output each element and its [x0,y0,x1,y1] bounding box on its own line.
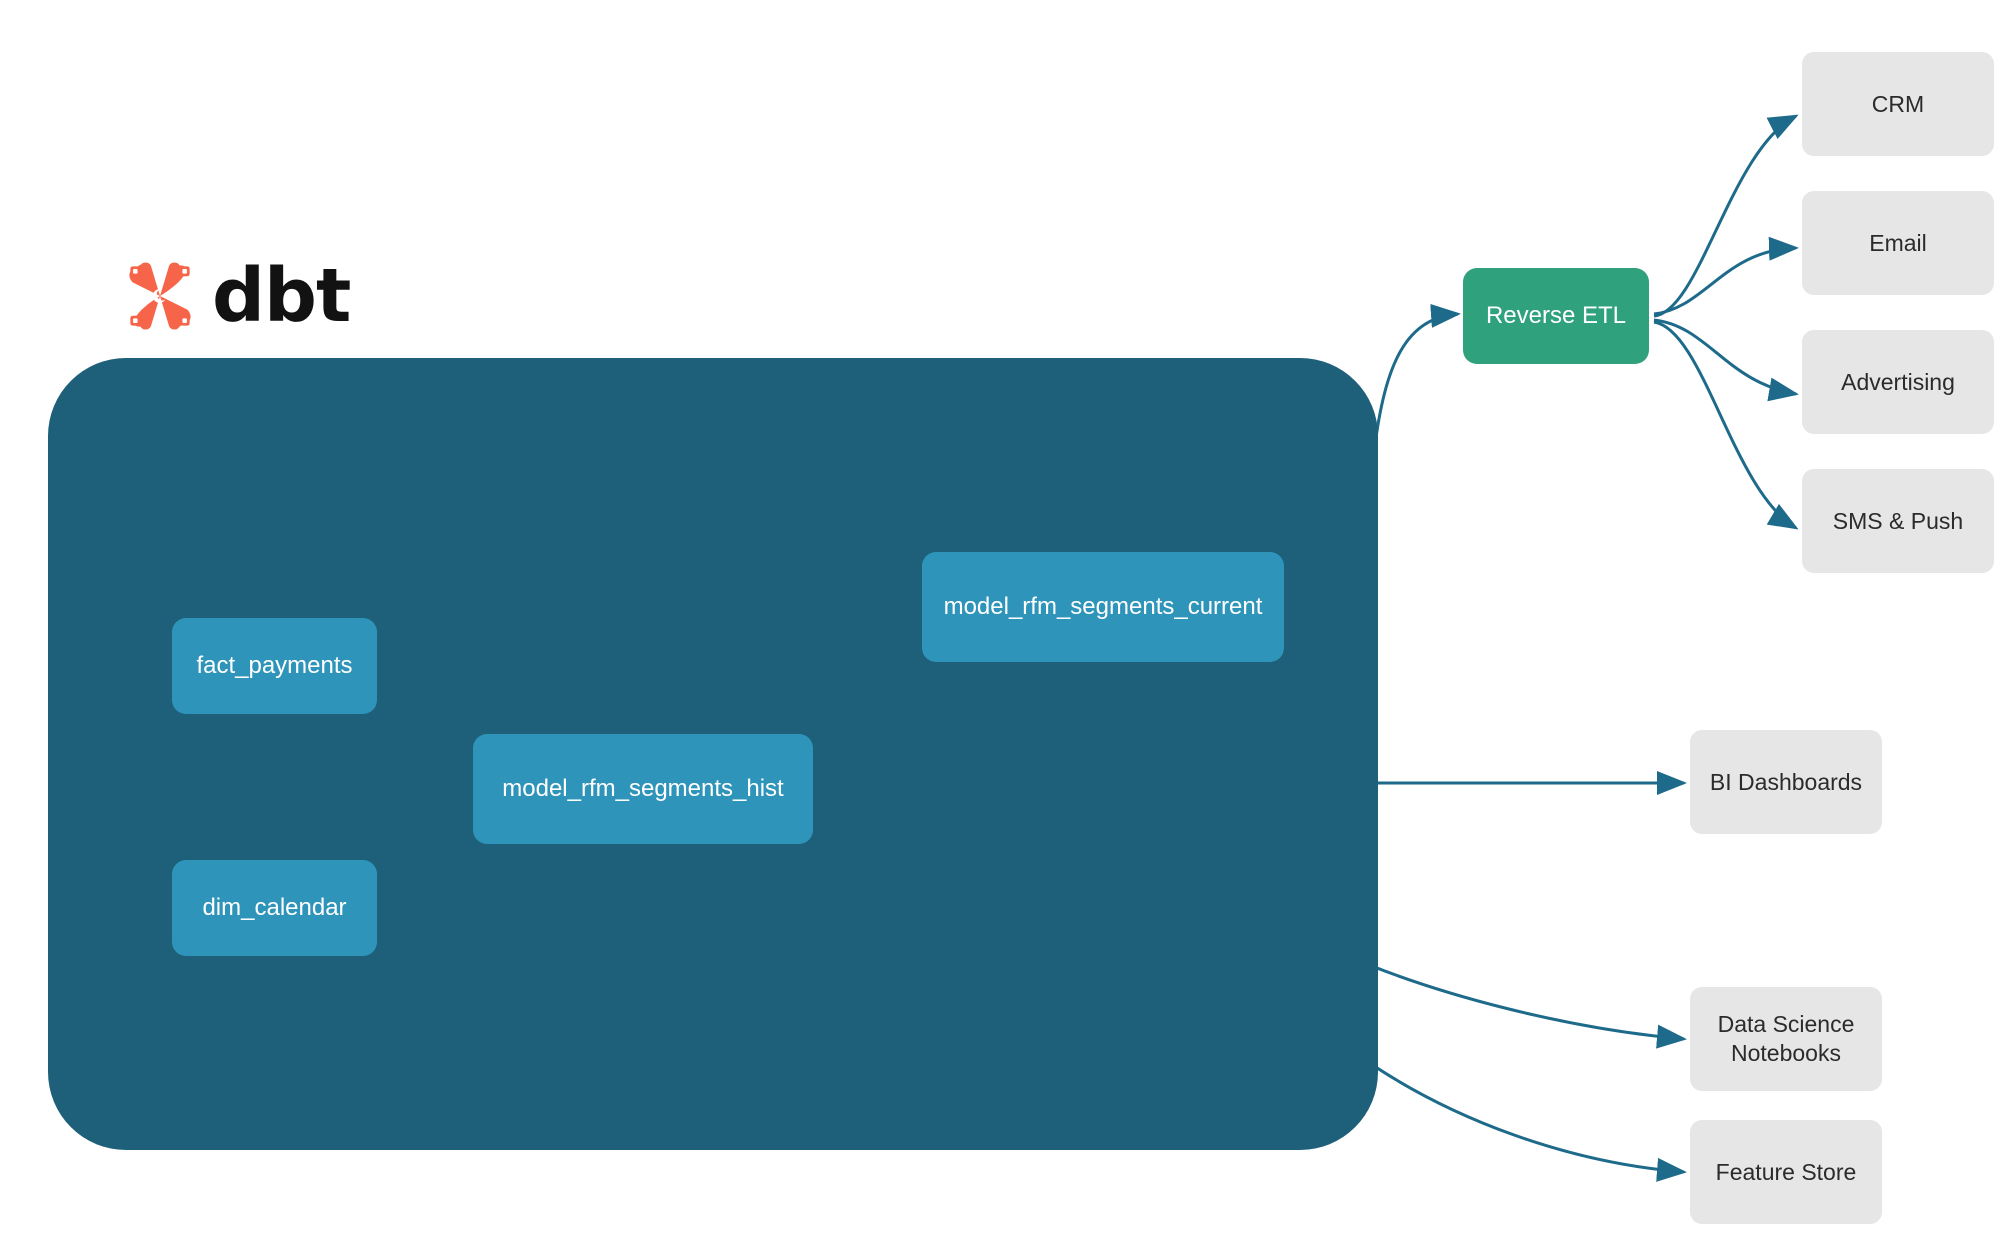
destination-label: CRM [1871,90,1925,117]
model-node-rfm-segments-current[interactable]: model_rfm_segments_current [922,552,1284,662]
destination-node-email[interactable]: Email [1802,191,1994,295]
dbt-logo: dbt [122,253,351,339]
edge-reverse-etl-to-sms-push [1653,320,1799,530]
destination-node-sms-push[interactable]: SMS & Push [1802,469,1994,573]
destination-node-bi-dashboards[interactable]: BI Dashboards [1690,730,1882,834]
model-node-label: dim_calendar [202,894,347,921]
reverse-etl-label: Reverse ETL [1485,302,1627,329]
destination-label: SMS & Push [1832,507,1964,534]
edge-reverse-etl-to-advertising [1653,318,1799,402]
destination-node-crm[interactable]: CRM [1802,52,1994,156]
model-node-fact-payments[interactable]: fact_payments [172,618,377,714]
dbt-wordmark: dbt [212,253,351,339]
reverse-etl-node[interactable]: Reverse ETL [1463,268,1649,364]
model-node-rfm-segments-hist[interactable]: model_rfm_segments_hist [473,734,813,844]
model-node-dim-calendar[interactable]: dim_calendar [172,860,377,956]
dbt-x-mark-icon [129,262,191,330]
destination-label: Advertising [1841,368,1955,395]
model-node-label: fact_payments [196,652,353,679]
edge-hist-to-ds-notebooks [1344,953,1687,1049]
destination-label: Data Science Notebooks [1717,1011,1855,1066]
model-node-label: model_rfm_segments_current [943,593,1263,620]
destination-label: BI Dashboards [1709,768,1863,795]
destination-node-feature-store[interactable]: Feature Store [1690,1120,1882,1224]
edge-hist-to-feature-store [1357,1053,1687,1182]
edge-current-to-reverse-etl-outer [1370,303,1461,471]
destination-node-data-science-notebooks[interactable]: Data Science Notebooks [1690,987,1882,1091]
edge-reverse-etl-to-email [1653,236,1799,316]
edge-reverse-etl-to-crm [1653,114,1799,318]
destination-node-advertising[interactable]: Advertising [1802,330,1994,434]
destination-label: Email [1869,229,1927,256]
destination-label: Feature Store [1715,1158,1857,1185]
model-node-label: model_rfm_segments_hist [502,775,784,802]
